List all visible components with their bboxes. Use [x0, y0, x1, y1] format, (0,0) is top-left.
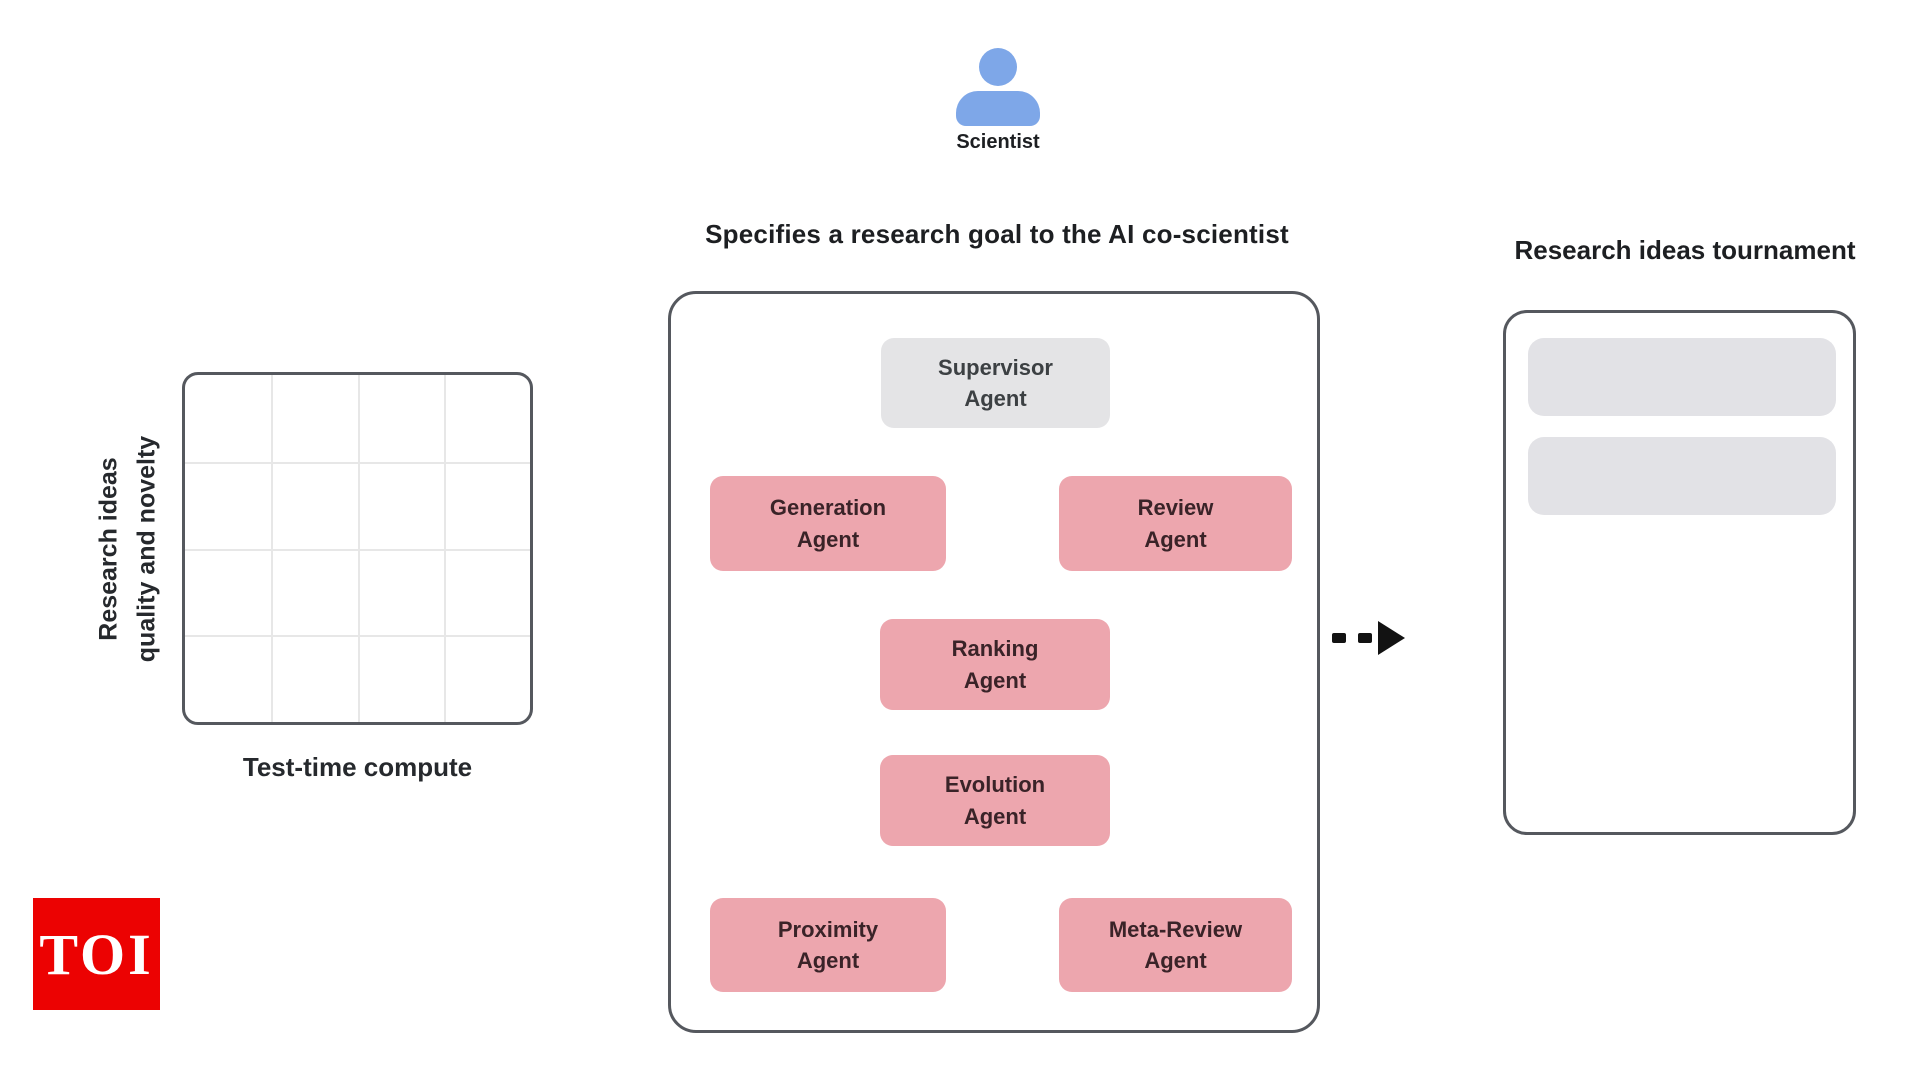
- grid-line-horizontal: [185, 635, 530, 638]
- agent-box-proximity: Proximity Agent: [710, 898, 946, 992]
- agent-box-ranking: Ranking Agent: [880, 619, 1110, 710]
- y-axis-label: Research ideas quality and novelty: [91, 436, 166, 662]
- arrow-dash: [1332, 633, 1346, 643]
- agent-name: Meta-Review: [1108, 916, 1243, 942]
- agent-name: Supervisor: [938, 354, 1053, 380]
- agent-name: Evolution: [944, 772, 1046, 798]
- idea-placeholder-bar: [1528, 338, 1836, 416]
- agent-name: Generation: [769, 495, 887, 521]
- y-axis-label-line1: Research ideas: [94, 457, 123, 641]
- agent-suffix: Agent: [1144, 526, 1207, 552]
- person-shoulders-shape: [956, 91, 1040, 126]
- test-time-compute-grid: [182, 372, 533, 725]
- arrow-head: [1378, 621, 1405, 655]
- agent-suffix: Agent: [963, 803, 1027, 829]
- scientist-label: Scientist: [956, 131, 1040, 153]
- arrow-dash: [1358, 633, 1372, 643]
- person-head-shape: [979, 48, 1017, 86]
- grid-line-horizontal: [185, 461, 530, 464]
- x-axis-label: Test-time compute: [242, 752, 473, 782]
- agent-box-evolution: Evolution Agent: [880, 755, 1110, 846]
- agent-suffix: Agent: [796, 948, 860, 973]
- agent-box-supervisor: Supervisor Agent: [881, 338, 1110, 428]
- y-axis-label-line2: quality and novelty: [132, 435, 160, 663]
- agent-name: Review: [1137, 495, 1214, 521]
- center-panel-title: Specifies a research goal to the AI co-s…: [705, 219, 1289, 249]
- agent-suffix: Agent: [796, 526, 860, 552]
- tournament-container: [1503, 310, 1856, 835]
- scientist-person-icon: [952, 48, 1044, 130]
- agent-suffix: Agent: [963, 667, 1027, 693]
- idea-placeholder-bar: [1528, 437, 1836, 515]
- toi-logo-text: TOI: [39, 921, 154, 987]
- tournament-panel-title: Research ideas tournament: [1514, 235, 1856, 265]
- toi-logo: TOI: [33, 898, 160, 1010]
- grid-line-horizontal: [185, 548, 530, 551]
- ai-co-scientist-container: Supervisor Agent Generation Agent Review…: [668, 291, 1320, 1033]
- agent-box-review: Review Agent: [1059, 476, 1292, 571]
- agent-suffix: Agent: [1144, 948, 1207, 973]
- agent-suffix: Agent: [964, 386, 1027, 411]
- agent-name: Ranking: [951, 636, 1039, 662]
- agent-name: Proximity: [777, 916, 879, 942]
- agent-box-meta-review: Meta-Review Agent: [1059, 898, 1292, 992]
- dashed-arrow-icon: [1332, 620, 1406, 656]
- agent-box-generation: Generation Agent: [710, 476, 946, 571]
